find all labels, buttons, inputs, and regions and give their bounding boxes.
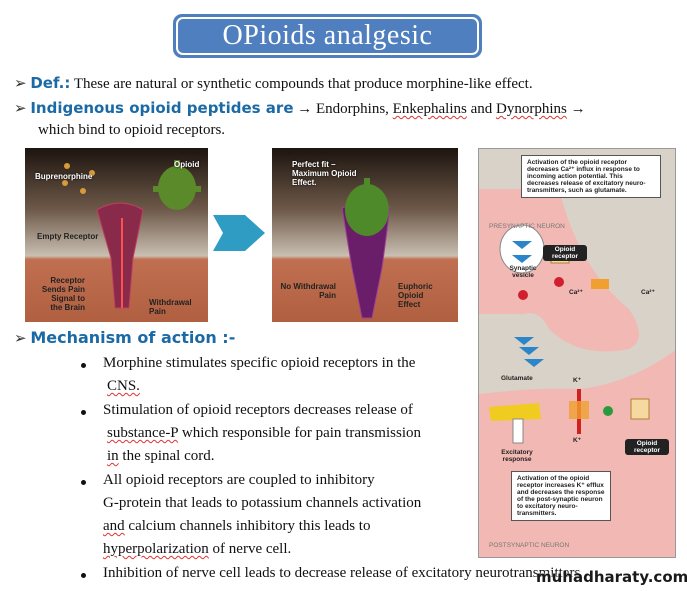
mechanism-label: Mechanism of action :-: [30, 328, 236, 347]
excitatory-response-label: Excitatory response: [501, 449, 533, 463]
hyperpolarization-text: hyperpolarization: [103, 541, 209, 557]
definition-label: Def.:: [30, 74, 71, 92]
receptor-signal-label: Receptor Sends Pain Signal to the Brain: [41, 276, 85, 312]
empty-receptor-label: Empty Receptor: [37, 232, 99, 241]
euphoric-effect-label: Euphoric Opioid Effect: [398, 282, 433, 309]
presynaptic-label: PRESYNAPTIC NEURON: [489, 223, 565, 230]
enkephalins: Enkephalins: [392, 101, 467, 117]
title-banner: OPioids analgesic: [173, 14, 482, 58]
mechanism-text-part: the spinal cord.: [122, 448, 215, 464]
mechanism-text: All opioid receptors are coupled to inhi…: [103, 472, 375, 488]
definition-line: ➢ Def.: These are natural or synthetic c…: [14, 74, 533, 93]
glutamate-label: Glutamate: [501, 375, 533, 382]
indigenous-line: ➢ Indigenous opioid peptides are → Endor…: [14, 99, 586, 118]
substance-p-text: substance-P: [107, 425, 179, 441]
mechanism-text: substance-P which responsible for pain t…: [107, 425, 421, 442]
mechanism-text-part: calcium channels inhibitory this leads t…: [128, 518, 371, 534]
bullet-arrow-icon: ➢: [14, 76, 27, 92]
endorphins: Endorphins,: [316, 101, 389, 117]
slide-title: OPioids analgesic: [176, 17, 479, 55]
potassium-label: K⁺: [573, 437, 582, 444]
mechanism-text: Inhibition of nerve cell leads to decrea…: [103, 565, 581, 581]
and-text: and: [470, 101, 493, 117]
opioid-receptor-tag: Opioid receptor: [543, 245, 587, 261]
mechanism-text-part: of nerve cell.: [212, 541, 292, 557]
perfect-fit-figure: Perfect fit – Maximum Opioid Effect. No …: [272, 148, 458, 322]
mechanism-text: Morphine stimulates specific opioid rece…: [103, 355, 416, 371]
bullet-icon: [81, 573, 86, 578]
mechanism-text: hyperpolarization of nerve cell.: [103, 541, 291, 558]
bound-receptor-illustration: [341, 178, 391, 319]
perfect-fit-label: Perfect fit – Maximum Opioid Effect.: [292, 160, 357, 187]
opioid-label: Opioid: [174, 160, 200, 169]
in-text: in: [107, 448, 119, 464]
empty-receptor-figure: Buprenorphine Opioid Empty Receptor Rece…: [25, 148, 208, 322]
arrow-icon: →: [570, 101, 586, 117]
indigenous-label: Indigenous opioid peptides are: [30, 99, 294, 117]
bullet-icon: [81, 363, 86, 368]
opioid-receptor-tag: Opioid receptor: [625, 439, 669, 455]
postsynaptic-callout: Activation of the opioid receptor increa…: [511, 471, 611, 521]
bullet-arrow-icon: ➢: [14, 331, 27, 347]
no-withdrawal-label: No Withdrawal Pain: [280, 282, 336, 300]
bullet-icon: [81, 480, 86, 485]
right-arrow-icon: [213, 215, 265, 251]
arrow-icon: →: [297, 101, 313, 117]
mechanism-text: G-protein that leads to potassium channe…: [103, 495, 422, 511]
postsynaptic-label: POSTSYNAPTIC NEURON: [489, 542, 570, 549]
synapse-diagram: Activation of the opioid receptor decrea…: [478, 148, 676, 558]
potassium-label: K⁺: [573, 377, 582, 384]
bullet-arrow-icon: ➢: [14, 101, 27, 117]
buprenorphine-label: Buprenorphine: [35, 172, 93, 181]
and-text: and: [103, 518, 125, 534]
mechanism-text: in the spinal cord.: [107, 448, 214, 465]
synaptic-vesicle-label: Synaptic vesicle: [509, 265, 537, 279]
bullet-icon: [81, 410, 86, 415]
mechanism-text-part: which responsible for pain transmission: [181, 425, 421, 441]
calcium-label: Ca²⁺: [569, 289, 583, 296]
calcium-label: Ca²⁺: [641, 289, 655, 296]
indigenous-line-2: which bind to opioid receptors.: [38, 122, 226, 138]
mechanism-text: and calcium channels inhibitory this lea…: [103, 518, 370, 535]
mechanism-text: Stimulation of opioid receptors decrease…: [103, 402, 413, 418]
mechanism-text: CNS.: [107, 378, 140, 395]
mechanism-heading: ➢ Mechanism of action :-: [14, 328, 235, 348]
definition-text: These are natural or synthetic compounds…: [73, 76, 533, 92]
cns-text: CNS.: [107, 378, 140, 394]
receptor-illustration: [62, 160, 201, 309]
watermark: muhadharaty.com: [536, 568, 687, 586]
dynorphins: Dynorphins: [496, 101, 567, 117]
presynaptic-callout: Activation of the opioid receptor decrea…: [521, 155, 661, 198]
withdrawal-pain-label: Withdrawal Pain: [149, 298, 192, 316]
